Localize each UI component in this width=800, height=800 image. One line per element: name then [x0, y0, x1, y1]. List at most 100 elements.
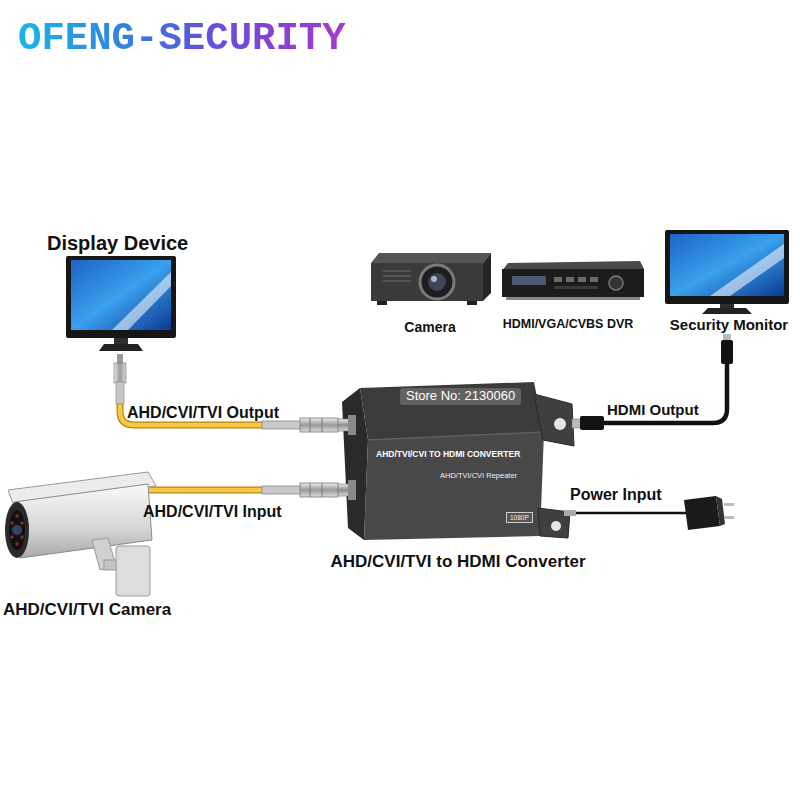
screen-highlight: [710, 244, 784, 296]
hdmi-cable-stub: [725, 363, 730, 373]
dvr-display: [512, 276, 546, 285]
dvr-device: HDMI/VGA/CVBS DVR: [488, 255, 648, 337]
device-label: Camera: [365, 319, 495, 335]
adapter-prong: [724, 503, 734, 506]
device-label: HDMI/VGA/CVBS DVR: [488, 317, 648, 331]
projector-vent: [383, 270, 411, 272]
mounting-flange: [534, 394, 574, 446]
projector-lens: [428, 273, 446, 291]
bnc-jack-nut: [348, 480, 356, 500]
dvr-knob: [609, 276, 623, 290]
bnc-plug-sleeve: [116, 382, 124, 404]
display-device-illustration: [44, 232, 214, 404]
dvr-button: [554, 277, 562, 282]
power-cable: [574, 512, 688, 515]
device-label: AHD/CVI/TVI Camera: [3, 600, 208, 620]
dvr-button: [566, 277, 574, 282]
ir-led: [10, 521, 14, 525]
projector-front: [371, 263, 483, 301]
projector-top: [371, 253, 491, 263]
resolution-badge: 1080P: [506, 512, 533, 523]
bnc-plug-sleeve: [262, 421, 302, 429]
screen-highlight: [112, 272, 171, 330]
cable-core: [125, 490, 338, 500]
part-label: Power Input: [570, 486, 662, 504]
adapter-prong: [724, 516, 734, 519]
hdmi-plug: [572, 416, 604, 430]
security-monitor-illustration: [660, 228, 798, 373]
dvr-front: [502, 269, 644, 297]
bnc-plug-body: [300, 483, 338, 497]
bnc-plug-ring: [310, 483, 311, 497]
cable-outline: [120, 404, 338, 425]
monitor-neck: [114, 338, 128, 345]
bnc-plug-body: [114, 363, 126, 383]
bnc-plug-sleeve: [262, 486, 302, 494]
wall-plate: [116, 546, 150, 596]
cable-core: [120, 404, 338, 425]
hdmi-plug-tip: [723, 334, 731, 341]
watermark: Store No: 2130060: [400, 388, 521, 405]
hdmi-plug-body: [721, 340, 733, 364]
camera-front: [5, 502, 29, 558]
ir-led: [10, 535, 14, 539]
device-label: AHD/CVI/TVI to HDMI Converter: [302, 552, 614, 572]
bnc-jack: [336, 484, 350, 496]
mounting-flange: [538, 508, 570, 538]
dvr-button: [578, 277, 586, 282]
hdmi-plug-body: [580, 416, 604, 430]
cable-label: HDMI Output: [607, 401, 699, 418]
coax-cable: [125, 490, 338, 500]
bnc-jack-nut: [348, 415, 356, 435]
bnc-plug-ring: [322, 483, 323, 497]
display-device: Display Device: [44, 232, 214, 404]
camera-lens: [12, 525, 22, 535]
monitor-screen: [670, 234, 784, 296]
brand-title: OFENG-SECURITY: [18, 20, 346, 59]
cable-outline: [125, 490, 338, 500]
ir-led: [20, 521, 24, 525]
bnc-plug-ring: [310, 418, 311, 432]
bnc-plug-body: [300, 418, 338, 432]
coax-cable: [120, 404, 338, 425]
ir-led: [20, 535, 24, 539]
security-monitor: Security Monitor: [660, 228, 798, 373]
projector-vent: [383, 275, 411, 277]
monitor-frame: [66, 256, 176, 338]
projector-camera: Camera: [365, 245, 495, 340]
adapter-side: [716, 496, 725, 526]
monitor-frame: [665, 230, 789, 304]
ir-led: [15, 542, 19, 546]
panel-text: AHD/TVI/CVI Repeater: [440, 472, 540, 481]
device-label: Security Monitor: [660, 316, 798, 333]
bnc-pin: [117, 354, 123, 364]
ir-led: [15, 514, 19, 518]
projector-side: [483, 253, 491, 301]
projector-vent: [383, 280, 411, 282]
cable-core: [578, 373, 727, 423]
lens-glint: [431, 276, 437, 282]
box-front-face: [364, 432, 544, 540]
cable-label: AHD/CVI/TVI Output: [127, 404, 279, 422]
monitor-screen: [71, 260, 171, 330]
dvr-button: [590, 277, 598, 282]
hdmi-cable: [578, 373, 727, 423]
monitor-base: [99, 344, 143, 351]
bnc-jack: [336, 419, 350, 431]
bnc-plug-ring: [322, 418, 323, 432]
flange-hole: [554, 418, 566, 430]
camera-led-ring: [9, 510, 25, 550]
flange-hole: [551, 521, 561, 531]
box-top-face: [360, 382, 544, 440]
cable-label: AHD/CVI/TVI Input: [143, 503, 282, 521]
projector-lens-ring: [420, 265, 454, 299]
box-edge: [368, 432, 544, 440]
monitor-base: [702, 308, 752, 314]
adapter-body: [684, 496, 720, 530]
dvr-base: [506, 297, 640, 300]
device-label: Display Device: [47, 232, 217, 255]
panel-text: AHD/TVI/CVI TO HDMI CONVERTER: [376, 450, 546, 460]
bnc-plug: [262, 483, 338, 497]
dvr-strip: [554, 286, 598, 289]
